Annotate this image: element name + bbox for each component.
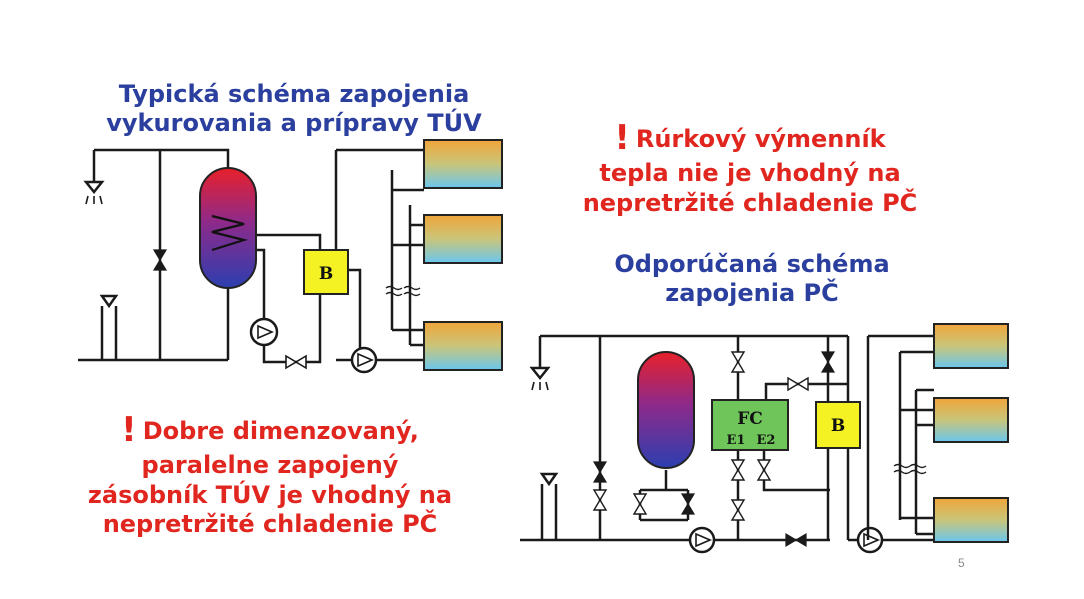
right-diagram-title: Odporúčaná schéma zapojenia PČ [552,250,952,309]
right-title-line-2: zapojenia PČ [665,279,839,308]
right-note-line-2: tepla nie je vhodný na [599,159,901,188]
buffer-box-b [815,401,861,449]
right-note-line-1: !Rúrkový výmenník [614,118,886,158]
left-note-line-4: nepretržité chladenie PČ [102,510,438,538]
left-title-line-2: vykurovania a prípravy TÚV [106,109,482,138]
left-note-line-3: zásobník TÚV je vhodný na [87,480,453,509]
right-title-line-1: Odporúčaná schéma [614,250,890,278]
e1-label: E1 [727,433,746,448]
right-note-line-3: nepretržité chladenie PČ [582,188,918,217]
fc-label: FC [737,409,763,429]
warning-mark: ! [614,118,630,158]
e2-label: E2 [757,433,776,448]
left-title-line-1: Typická schéma zapojenia [118,80,470,108]
radiator-1 [933,323,1009,369]
radiator-3 [423,321,503,371]
radiator-1 [423,139,503,189]
buffer-label: B [831,416,845,436]
left-note-line-2: paralelne zapojený [141,451,399,480]
warning-mark: ! [121,410,137,450]
left-note-line-1: !Dobre dimenzovaný, [121,410,419,450]
free-cooling-box [711,399,789,451]
radiator-3 [933,497,1009,543]
right-warning-note: !Rúrkový výmenník tepla nie je vhodný na… [540,118,960,218]
left-diagram-title: Typická schéma zapojenia vykurovania a p… [64,80,524,139]
slide-number: 5 [958,556,965,570]
radiator-2 [423,214,503,264]
radiator-2 [933,397,1009,443]
storage-tank [637,351,695,469]
buffer-box-b [303,249,349,295]
coil-heat-exchanger [211,214,249,252]
buffer-label: B [319,264,333,284]
left-warning-note: !Dobre dimenzovaný, paralelne zapojený z… [40,410,500,539]
